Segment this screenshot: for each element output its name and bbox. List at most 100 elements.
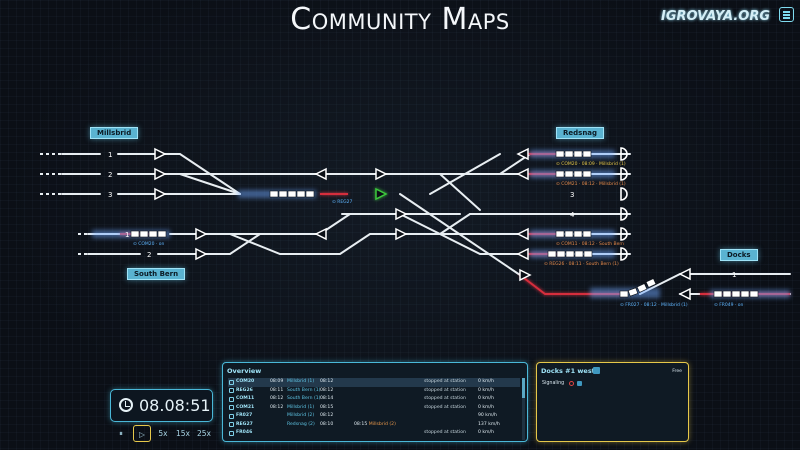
- train-label-com21-rs: ⊙ COM21 · 08:12 · Millsbrid (1): [556, 181, 626, 187]
- track-num-redsnag-3: 3: [570, 191, 574, 199]
- departure-time: 08:12: [320, 413, 334, 418]
- scrollbar-thumb[interactable]: [522, 378, 525, 398]
- table-row[interactable]: COM20 08:09 Millsbrid (1) 08:12 stopped …: [228, 378, 520, 387]
- train-icon: [229, 396, 234, 402]
- train-speed: 0 km/h: [478, 396, 494, 401]
- train-icon: [229, 422, 234, 427]
- station-label-south-bern[interactable]: South Bern: [127, 268, 186, 280]
- departure-time: 08:12: [320, 379, 334, 384]
- train-status: stopped at station: [424, 396, 466, 401]
- train-label-com20-sb: ⊙ COM20 · on: [133, 241, 165, 247]
- destination: South Bern (1): [287, 396, 321, 401]
- train-status: stopped at station: [424, 404, 466, 410]
- train-label-fr049: ⊙ FR049 · on: [714, 302, 744, 308]
- next-stop: 08:15 Millsbrid (2): [354, 421, 396, 430]
- train-speed: 0 km/h: [478, 430, 494, 435]
- overview-scrollbar[interactable]: [522, 378, 525, 440]
- speed-25x-button[interactable]: 25x: [197, 429, 211, 438]
- pause-button[interactable]: ⏸: [119, 429, 123, 438]
- train-label-fr027: ⊙ FR027 · 08:12 · Millsbrid (1): [620, 302, 688, 308]
- track-num-southbern-2: 2: [147, 251, 151, 259]
- arrival-time: 08:12: [270, 396, 284, 401]
- train-label-com20-rs: ⊙ COM20 · 08:09 · Millsbrid (1): [556, 161, 626, 167]
- track-num-docks-1: 1: [732, 271, 736, 279]
- destination: South Bern (1): [287, 387, 321, 393]
- train-id: REG26: [236, 387, 253, 393]
- overview-table[interactable]: COM20 08:09 Millsbrid (1) 08:12 stopped …: [228, 378, 520, 438]
- train-id: COM20: [236, 379, 255, 384]
- menu-icon[interactable]: [779, 7, 794, 22]
- station-label-redsnag[interactable]: Redsnag: [556, 127, 605, 139]
- clock-icon: [119, 398, 133, 412]
- station-detail-title: Docks #1 west: [541, 367, 595, 375]
- route-signal[interactable]: [375, 187, 388, 201]
- train-icon: [229, 388, 234, 393]
- signal-edit-icon[interactable]: [577, 381, 582, 386]
- train-speed: 90 km/h: [478, 413, 497, 418]
- train-icon: [229, 379, 234, 385]
- page-title: Community Maps: [290, 2, 510, 37]
- overview-title: Overview: [227, 367, 262, 375]
- table-row[interactable]: FR046 stopped at station 0 km/h: [228, 429, 520, 438]
- destination: Millsbrid (2): [287, 413, 315, 418]
- platform-status: Free: [672, 369, 682, 374]
- track-num-millsbrid-1: 1: [108, 151, 112, 159]
- trains[interactable]: [92, 150, 790, 298]
- destination: Millsbrid (1): [287, 404, 315, 410]
- station-detail-panel[interactable]: Docks #1 west Free Signaling: [536, 362, 689, 442]
- track-stubs: [40, 153, 88, 255]
- table-row[interactable]: REG27 Redsnag (2) 08:10 08:15 Millsbrid …: [228, 421, 520, 430]
- train-status: stopped at station: [424, 379, 466, 384]
- train-speed: 0 km/h: [478, 404, 494, 410]
- watermark-logo: IGROVAYA.ORG: [661, 9, 770, 24]
- train-status: stopped at station: [424, 387, 466, 393]
- departure-time: 08:15: [320, 404, 334, 410]
- train-id: FR046: [236, 430, 253, 435]
- departure-time: 08:10: [320, 421, 334, 427]
- station-label-millsbrid[interactable]: Millsbrid: [90, 127, 139, 139]
- table-row[interactable]: FR027 Millsbrid (2) 08:12 90 km/h: [228, 412, 520, 421]
- speed-5x-button[interactable]: 5x: [158, 429, 168, 438]
- destination: Millsbrid (1): [287, 379, 315, 384]
- departure-time: 08:12: [320, 387, 334, 393]
- departure-time: 08:14: [320, 396, 334, 401]
- train-id: COM11: [236, 396, 255, 401]
- destination: Redsnag (2): [287, 421, 315, 427]
- table-row[interactable]: COM21 08:12 Millsbrid (1) 08:15 stopped …: [228, 404, 520, 413]
- signaling-label: Signaling: [542, 381, 565, 386]
- play-button[interactable]: ▷: [133, 425, 151, 442]
- table-row[interactable]: COM11 08:12 South Bern (1) 08:14 stopped…: [228, 395, 520, 404]
- edit-icon[interactable]: [593, 367, 600, 374]
- train-label-reg26-rs: ⊙ REG26 · 08:11 · South Bern (1): [544, 261, 619, 267]
- arrival-time: 08:12: [270, 404, 284, 410]
- train-speed: 0 km/h: [478, 379, 494, 384]
- train-icon: [229, 430, 234, 436]
- train-id: COM21: [236, 404, 255, 410]
- train-status: stopped at station: [424, 430, 466, 435]
- signal-stop-icon[interactable]: [569, 381, 574, 386]
- train-icon: [229, 413, 234, 419]
- train-speed: 0 km/h: [478, 387, 494, 393]
- buffer-stops: [620, 147, 628, 261]
- track-num-millsbrid-2: 2: [108, 171, 112, 179]
- train-id: FR027: [236, 413, 253, 418]
- station-label-docks[interactable]: Docks: [720, 249, 758, 261]
- train-id: REG27: [236, 421, 253, 427]
- overview-panel[interactable]: Overview COM20 08:09 Millsbrid (1) 08:12…: [222, 362, 528, 442]
- game-clock: 08.08:51: [110, 389, 213, 422]
- train-speed: 137 km/h: [478, 421, 500, 427]
- clock-time: 08.08:51: [139, 396, 211, 415]
- train-label-com11-rs: ⊙ COM11 · 08:12 · South Bern: [556, 241, 624, 247]
- speed-15x-button[interactable]: 15x: [176, 429, 190, 438]
- arrival-time: 08:09: [270, 379, 284, 384]
- track-num-southbern-1: 1: [125, 231, 129, 239]
- next-stop-destination: Millsbrid (2): [368, 421, 396, 427]
- track-num-millsbrid-3: 3: [108, 191, 112, 199]
- track-num-redsnag-4: 4: [570, 211, 575, 219]
- train-icon: [229, 405, 234, 410]
- signals[interactable]: [154, 147, 691, 301]
- table-row[interactable]: REG26 08:11 South Bern (1) 08:12 stopped…: [228, 387, 520, 396]
- train-label-reg27: ⊙ REG27: [332, 199, 353, 205]
